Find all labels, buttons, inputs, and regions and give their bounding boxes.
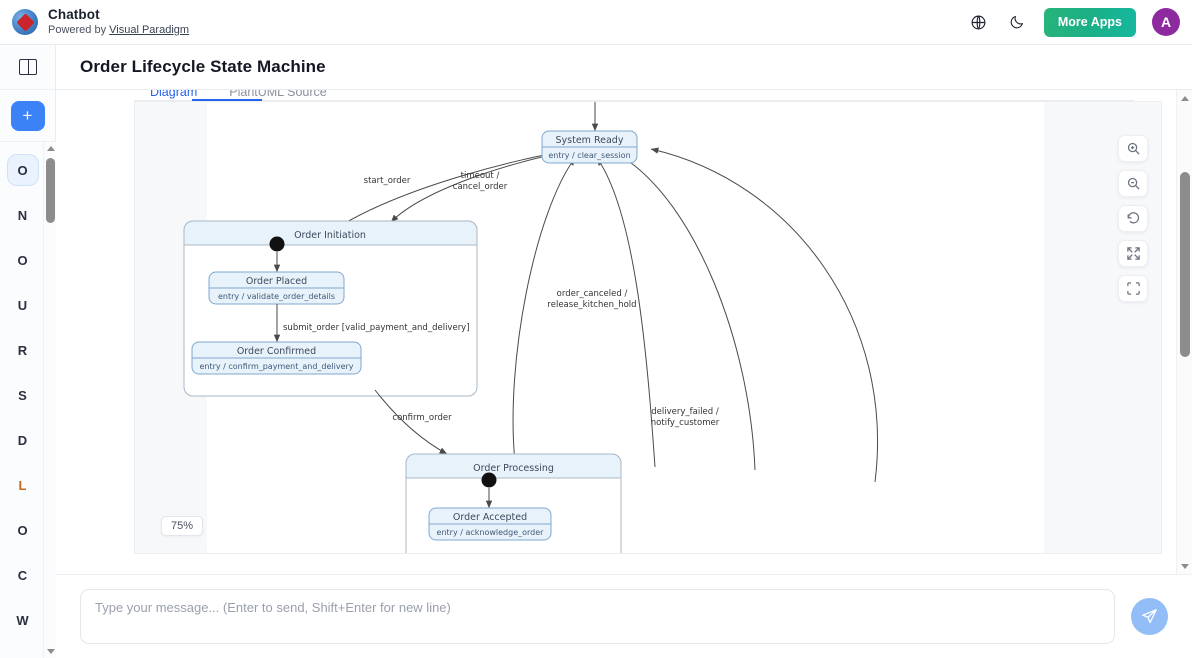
state-order-confirmed[interactable]: Order Confirmed entry / confirm_payment_… [191,341,362,375]
app-header: Chatbot Powered by Visual Paradigm More … [0,0,1192,45]
chat-list-item-label: S [18,388,27,403]
left-rail: + O N O U R S D L O C W [0,45,56,658]
state-order-placed-entry: entry / validate_order_details [218,292,335,301]
zoom-level-indicator: 75% [161,516,204,536]
chat-list-item-label: C [17,568,28,583]
fullscreen-icon[interactable] [1118,275,1148,302]
visual-paradigm-link[interactable]: Visual Paradigm [109,23,190,36]
chat-list-item-10[interactable]: W [0,598,45,643]
rail-scroll-up-arrow[interactable] [44,142,57,155]
chat-list-item-label: O [17,523,28,538]
chat-list-item-4[interactable]: R [0,328,45,373]
chat-list-item-label: U [17,298,28,313]
chat-list-item-9[interactable]: C [0,553,45,598]
state-order-placed-label: Order Placed [246,276,307,287]
zoom-in-icon[interactable] [1118,135,1148,162]
fit-screen-icon[interactable] [1118,240,1148,267]
main-content: Diagram PlantUML Source [56,90,1176,574]
tab-rule [134,100,1134,101]
transition-label-confirm-order: confirm_order [392,413,452,423]
tab-bar: Diagram PlantUML Source [134,90,343,100]
page-scroll-down-arrow[interactable] [1177,558,1192,574]
chat-list: O N O U R S D L O C W [0,142,45,658]
header-actions: More Apps A [968,7,1180,37]
chat-list-item-label: N [17,208,28,223]
transition-label-order-canceled-line2: release_kitchen_hold [547,300,636,310]
state-order-confirmed-label: Order Confirmed [237,346,316,357]
tab-diagram[interactable]: Diagram [150,90,198,99]
message-composer [56,574,1192,658]
chat-list-item-3[interactable]: U [0,283,45,328]
powered-by-line: Powered by Visual Paradigm [48,24,189,37]
moon-icon[interactable] [1006,11,1028,33]
transition-label-order-canceled-line1: order_canceled / [557,289,628,299]
page-scroll-up-arrow[interactable] [1177,90,1192,106]
diagram-canvas-inner: System Ready entry / clear_session Order… [135,102,1161,553]
transition-label-timeout-line1: timeout / [461,171,500,181]
transition-label-submit-order: submit_order [valid_payment_and_delivery… [283,323,470,333]
chat-list-item-label: O [17,253,28,268]
page-scroll-thumb[interactable] [1180,172,1190,357]
chat-list-item-label: R [17,343,28,358]
state-system-ready-label: System Ready [556,135,624,146]
chat-list-item-0[interactable]: O [6,154,39,186]
chat-list-item-label: D [17,433,28,448]
new-chat-button[interactable]: + [10,100,45,131]
brand-text-block: Chatbot Powered by Visual Paradigm [48,7,189,36]
chat-list-item-8[interactable]: O [0,508,45,553]
chat-list-item-label: W [16,613,29,628]
rail-scroll-thumb[interactable] [46,158,55,223]
powered-by-prefix: Powered by [48,23,110,36]
tab-active-underline [192,99,262,101]
state-machine-diagram: System Ready entry / clear_session Order… [183,102,879,553]
chat-list-item-2[interactable]: O [0,238,45,283]
state-order-placed[interactable]: Order Placed entry / validate_order_deta… [208,271,345,305]
state-order-accepted-entry: entry / acknowledge_order [437,528,545,537]
state-order-confirmed-entry: entry / confirm_payment_and_delivery [199,362,353,371]
transition-label-delivery-failed-line1: delivery_failed / [651,407,719,417]
reset-icon[interactable] [1118,205,1148,232]
zoom-out-icon[interactable] [1118,170,1148,197]
rail-new-section: + [0,90,55,142]
page-title: Order Lifecycle State Machine [80,57,326,76]
state-order-accepted-label: Order Accepted [453,512,527,523]
initial-pseudostate-order-initiation [269,236,285,252]
state-system-ready-entry: entry / clear_session [548,151,630,160]
state-order-accepted[interactable]: Order Accepted entry / acknowledge_order [428,507,552,541]
avatar[interactable]: A [1152,8,1180,36]
more-apps-button[interactable]: More Apps [1043,7,1136,37]
tab-plantuml-source[interactable]: PlantUML Source [229,90,327,99]
rail-top [0,45,55,90]
chat-list-item-6[interactable]: D [0,418,45,463]
send-button[interactable] [1131,598,1168,635]
rail-scroll-down-arrow[interactable] [44,645,57,658]
initial-pseudostate-order-processing [481,472,497,488]
panel-toggle-icon[interactable] [18,59,37,75]
diagram-canvas[interactable]: System Ready entry / clear_session Order… [134,101,1162,554]
transition-label-timeout-line2: cancel_order [453,182,508,192]
chat-list-item-1[interactable]: N [0,193,45,238]
globe-icon[interactable] [968,11,990,33]
state-order-initiation-label: Order Initiation [294,230,366,241]
chat-list-item-label: O [17,162,28,178]
transition-label-start-order: start_order [364,176,411,186]
rail-scrollbar[interactable] [43,142,56,658]
chat-list-item-label: L [18,478,27,493]
page-header: Order Lifecycle State Machine [56,45,1192,90]
message-input[interactable] [80,589,1115,644]
chat-list-item-5[interactable]: S [0,373,45,418]
page-scrollbar[interactable] [1176,90,1192,574]
transition-label-delivery-failed-line2: notify_customer [651,418,720,428]
chat-list-item-7[interactable]: L [0,463,45,508]
canvas-tools [1118,135,1148,302]
state-order-processing-label: Order Processing [473,463,554,474]
app-title: Chatbot [48,7,100,23]
visual-paradigm-logo [12,9,38,35]
state-system-ready[interactable]: System Ready entry / clear_session [541,130,638,164]
